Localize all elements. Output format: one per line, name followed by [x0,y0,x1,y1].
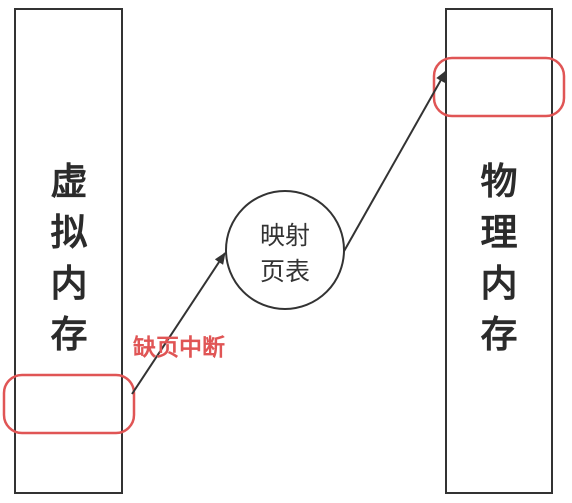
virtual-page-highlight [2,373,136,435]
physical-frame-highlight [432,56,566,118]
physical-memory-outline [445,8,553,494]
virtual-memory-label-1: 虚 [51,160,88,203]
page-table-label-2: 页表 [260,257,310,286]
virtual-memory-label-2: 拟 [51,211,88,254]
virtual-memory-outline [14,8,123,494]
page-table-circle [225,190,345,310]
virtual-memory-block: 虚 拟 内 存 [14,8,123,494]
physical-memory-block: 物 理 内 存 [445,8,553,494]
physical-memory-label-1: 物 [481,160,518,203]
arrow-to-physical-frame [342,70,447,254]
arrow-to-page-table [131,252,226,395]
physical-memory-label-2: 理 [481,211,518,254]
physical-memory-label-3: 内 [481,262,518,305]
page-fault-label: 缺页中断 [133,334,225,361]
page-table-node: 映射 页表 [225,190,345,310]
page-table-label-1: 映射 [260,221,310,250]
virtual-memory-label-4: 存 [51,313,88,356]
virtual-memory-label-3: 内 [51,262,88,305]
physical-memory-label-4: 存 [481,313,518,356]
